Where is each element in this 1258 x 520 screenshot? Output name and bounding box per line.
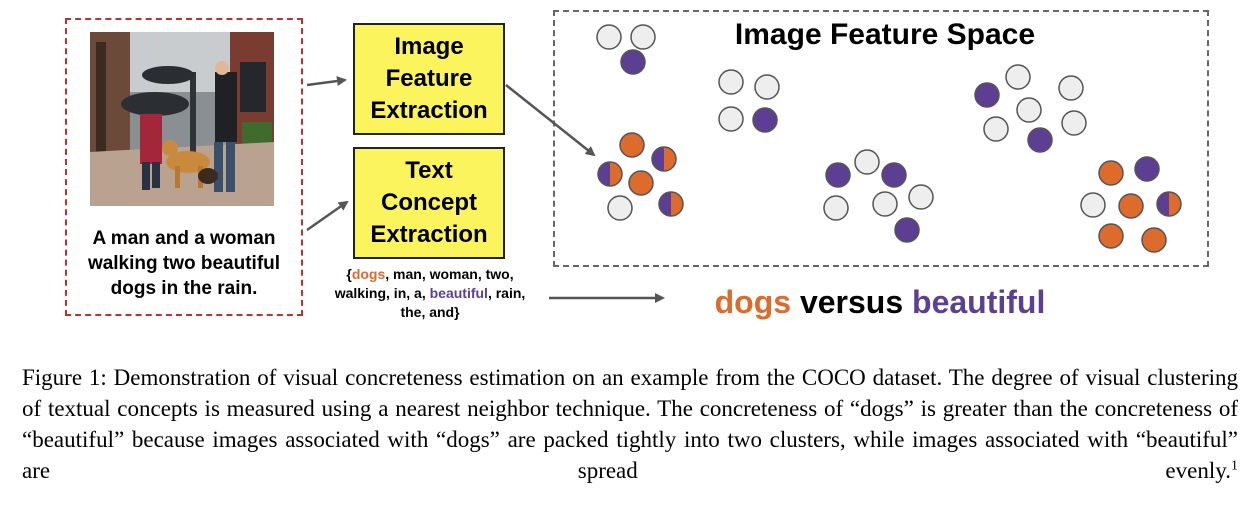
feature-point-dogs — [628, 170, 654, 196]
feature-point-other — [630, 24, 656, 50]
feature-point-dogs — [1098, 160, 1124, 186]
feature-point-dogs — [619, 132, 645, 158]
feature-point-other — [607, 195, 633, 221]
feature-space-title: Image Feature Space — [734, 18, 1036, 51]
footnote-marker: 1 — [1231, 458, 1238, 474]
feature-point-beautiful — [881, 162, 907, 188]
feature-point-dogs — [1141, 227, 1167, 253]
feature-point-both — [597, 161, 623, 187]
feature-point-other — [1080, 192, 1106, 218]
feature-point-both — [1156, 191, 1182, 217]
coco-example-photo — [90, 32, 274, 206]
feature-point-other — [908, 184, 934, 210]
feature-point-beautiful — [825, 162, 851, 188]
feature-point-other — [1005, 64, 1031, 90]
feature-point-dogs — [1098, 223, 1124, 249]
versus-word: versus — [799, 284, 904, 320]
versus-label: dogs versus beautiful — [680, 282, 1080, 322]
feature-point-other — [718, 106, 744, 132]
feature-point-beautiful — [1027, 127, 1053, 153]
concept-middle-words: , man, woman, two, walking, in, a, — [334, 266, 514, 301]
feature-point-both — [651, 146, 677, 172]
versus-beautiful: beautiful — [912, 284, 1046, 320]
feature-point-both — [658, 191, 684, 217]
arrow-photo-to-image-extraction — [306, 76, 347, 87]
feature-point-beautiful — [894, 217, 920, 243]
feature-point-other — [718, 69, 744, 95]
concept-dogs: dogs — [351, 266, 386, 282]
figure-caption: Figure 1: Demonstration of visual concre… — [22, 362, 1238, 486]
feature-point-other — [1058, 75, 1084, 101]
figure-overlay — [306, 24, 1182, 303]
feature-points — [596, 24, 1182, 253]
text-concept-extraction-box: Text Concept Extraction — [353, 147, 505, 259]
figure: A man and a woman walking two beautiful … — [65, 10, 1209, 322]
versus-dogs: dogs — [714, 284, 792, 320]
feature-point-other — [823, 195, 849, 221]
feature-point-other — [872, 191, 898, 217]
feature-point-other — [854, 149, 880, 175]
concept-list: {dogs, man, woman, two, walking, in, a, … — [334, 265, 526, 322]
feature-point-dogs — [1118, 193, 1144, 219]
feature-point-other — [1016, 97, 1042, 123]
feature-point-other — [983, 116, 1009, 142]
feature-point-beautiful — [1134, 156, 1160, 182]
example-sentence: A man and a woman walking two beautiful … — [87, 228, 281, 299]
concept-end-words: , rain, the, and} — [400, 285, 526, 320]
feature-point-beautiful — [620, 49, 646, 75]
example-dashed-box — [65, 18, 303, 316]
feature-space-dashed-box — [553, 10, 1209, 267]
feature-point-other — [754, 74, 780, 100]
arrow-caption-to-text-extraction — [306, 200, 349, 232]
feature-point-other — [1061, 110, 1087, 136]
feature-point-beautiful — [974, 82, 1000, 108]
feature-point-other — [596, 24, 622, 50]
figure-caption-text: Figure 1: Demonstration of visual concre… — [22, 365, 1238, 483]
concept-open-brace: { — [346, 266, 352, 282]
arrow-image-extraction-to-space — [505, 84, 596, 157]
concept-beautiful: beautiful — [429, 285, 488, 301]
feature-point-beautiful — [752, 107, 778, 133]
image-feature-extraction-box: Image Feature Extraction — [353, 23, 505, 135]
